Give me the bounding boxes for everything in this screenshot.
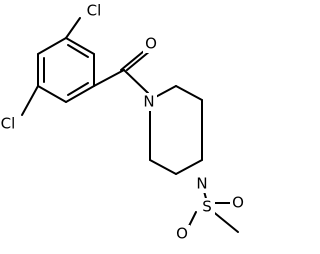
bond-ring-to-cl-bottom [21, 85, 39, 116]
o-right-label-bg [230, 194, 246, 212]
cl-bottom-label: Cl [1, 115, 16, 133]
o-carbonyl-label: O [145, 35, 157, 53]
bond-ring-to-carbonyl [93, 69, 125, 87]
ring-inner-double-bond-2 [67, 82, 89, 96]
cl-bottom-label-bg [0, 115, 20, 133]
s-label-bg [199, 198, 215, 216]
n-amide-label-bg [141, 93, 157, 111]
benzene-ring [37, 37, 95, 103]
o-carbonyl-label-bg [143, 35, 159, 53]
ring-inner-double-bond-1 [67, 44, 89, 58]
ring-bond-c3-c4 [65, 85, 95, 103]
bond-s-to-methyl [210, 209, 239, 233]
piperazine-bond-5 [149, 159, 177, 175]
ring-bond-c1-c2 [65, 37, 95, 55]
ring-bond-c4-c5 [37, 85, 67, 103]
n-amide-label: N [143, 93, 154, 111]
cl-top-label-bg [84, 2, 106, 20]
piperazine-bond-4 [175, 159, 203, 175]
piperazine-ring [149, 85, 203, 175]
bond-carbonyl-to-n [123, 69, 149, 94]
o-sulfonyl-left-label: O [176, 225, 188, 243]
s-sulfonyl-label: S [202, 198, 212, 216]
o-sulfonyl-right-label: O [232, 194, 244, 212]
ring-bond-c6-c1 [37, 37, 67, 55]
o-left-label-bg [174, 225, 190, 243]
piperazine-bond-2 [175, 85, 203, 101]
chemical-structure-diagram: Cl Cl O N N S O O [0, 1, 246, 243]
cl-top-label: Cl [87, 2, 102, 20]
bond-ring-to-cl-top [65, 17, 81, 39]
carbonyl-double-bond-b [126, 50, 151, 71]
carbonyl-double-bond-a [120, 50, 145, 71]
n-sulfonyl-label-bg [194, 175, 210, 193]
n-sulfonyl-label: N [196, 175, 207, 193]
